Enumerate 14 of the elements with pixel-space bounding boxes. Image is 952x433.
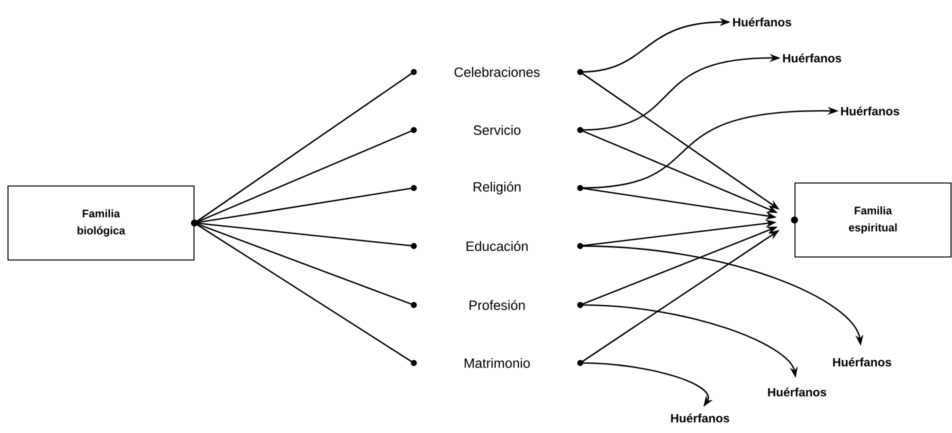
orphans-label: Huérfanos [833,358,892,366]
family-box: Familia biológica [8,186,194,260]
orphans-label: Huérfanos [783,54,842,62]
orphans-label: Huérfanos [768,388,826,396]
orphans-label: Huérfanos [841,106,900,116]
category-label: Educación [466,240,528,252]
category-label: Religión [474,182,520,194]
family-box: Familia espiritual [794,182,952,258]
orphans-label: Huérfanos [671,414,730,422]
category-label: Matrimonio [464,358,530,368]
category-label: Profesión [470,300,525,310]
orphans-label: Huérfanos [733,18,792,26]
category-label: Servicio [474,125,520,135]
category-label: Celebraciones [454,67,540,77]
